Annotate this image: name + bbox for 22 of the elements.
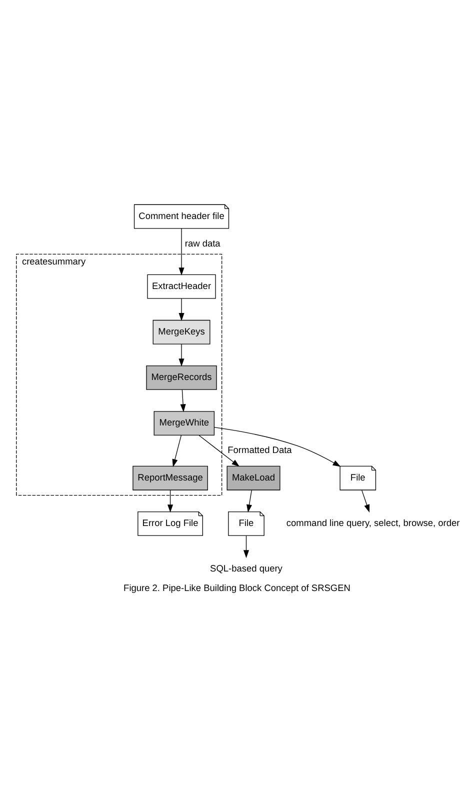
caption: Figure 2. Pipe-Like Building Block Concept of SRSGEN <box>124 583 350 594</box>
arrow <box>172 434 182 468</box>
arrow <box>178 298 184 321</box>
edge-label: raw data <box>184 238 220 248</box>
node-box: MergeWhite <box>154 411 215 436</box>
arrow <box>180 389 186 412</box>
node-box: MergeRecords <box>146 366 217 390</box>
arrow <box>214 427 341 467</box>
node-box: ExtractHeader <box>147 274 216 299</box>
arrow <box>178 228 184 276</box>
node-text: SQL-based query <box>210 564 282 574</box>
node-text: command line query, select, browse, order <box>286 518 460 528</box>
arrow <box>246 490 252 512</box>
arrow <box>361 490 370 512</box>
arrow <box>178 344 184 367</box>
node-box: ReportMessage <box>132 466 208 490</box>
arrow <box>198 434 240 467</box>
arrow <box>168 490 174 513</box>
node-box: MakeLoad <box>226 466 280 490</box>
arrow <box>243 535 250 558</box>
node-box: MergeKeys <box>152 320 210 344</box>
edge-label: Formatted Data <box>228 445 292 456</box>
